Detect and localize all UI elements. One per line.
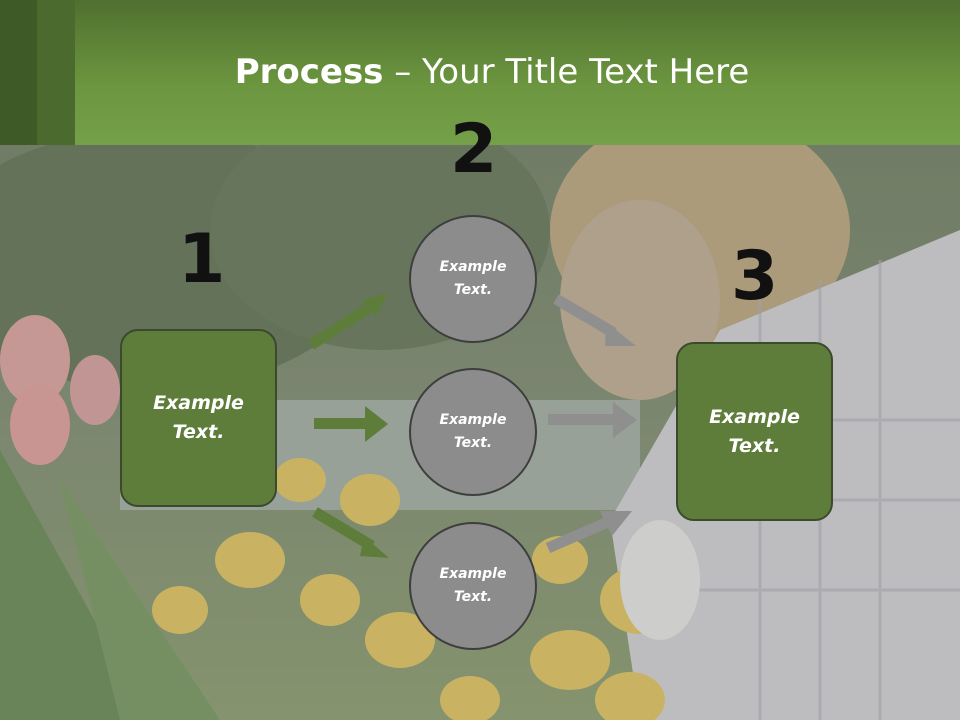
step-2-text-top: Example Text. [439,259,507,298]
step-1-box[interactable]: Example Text. [120,329,277,507]
arrow-bottom-to-3 [545,511,632,554]
step-2-circle-top[interactable]: Example Text. [409,215,537,343]
step-1-text: Example Text. [153,392,244,443]
step-number-3: 3 [731,237,779,316]
arrow-1-to-bottom [312,507,389,558]
step-number-2: 2 [450,110,498,189]
title-rest: – Your Title Text Here [383,52,750,92]
header-accent-strip [0,0,37,145]
step-2-circle-middle[interactable]: Example Text. [409,368,537,496]
step-3-box[interactable]: Example Text. [676,342,833,521]
step-2-text-bottom: Example Text. [439,566,507,605]
step-number-1: 1 [178,220,226,299]
header-accent-strip [37,0,75,145]
arrow-middle-to-3 [548,402,637,438]
slide-title[interactable]: Process – Your Title Text Here [0,52,960,92]
step-3-text: Example Text. [709,405,800,457]
arrow-top-to-3 [553,294,636,346]
title-bold: Process [234,52,384,92]
arrow-1-to-middle [314,406,388,442]
arrow-1-to-top [308,293,388,350]
step-2-text-middle: Example Text. [439,412,507,451]
step-2-circle-bottom[interactable]: Example Text. [409,522,537,650]
header-band: Process – Your Title Text Here [0,0,960,145]
